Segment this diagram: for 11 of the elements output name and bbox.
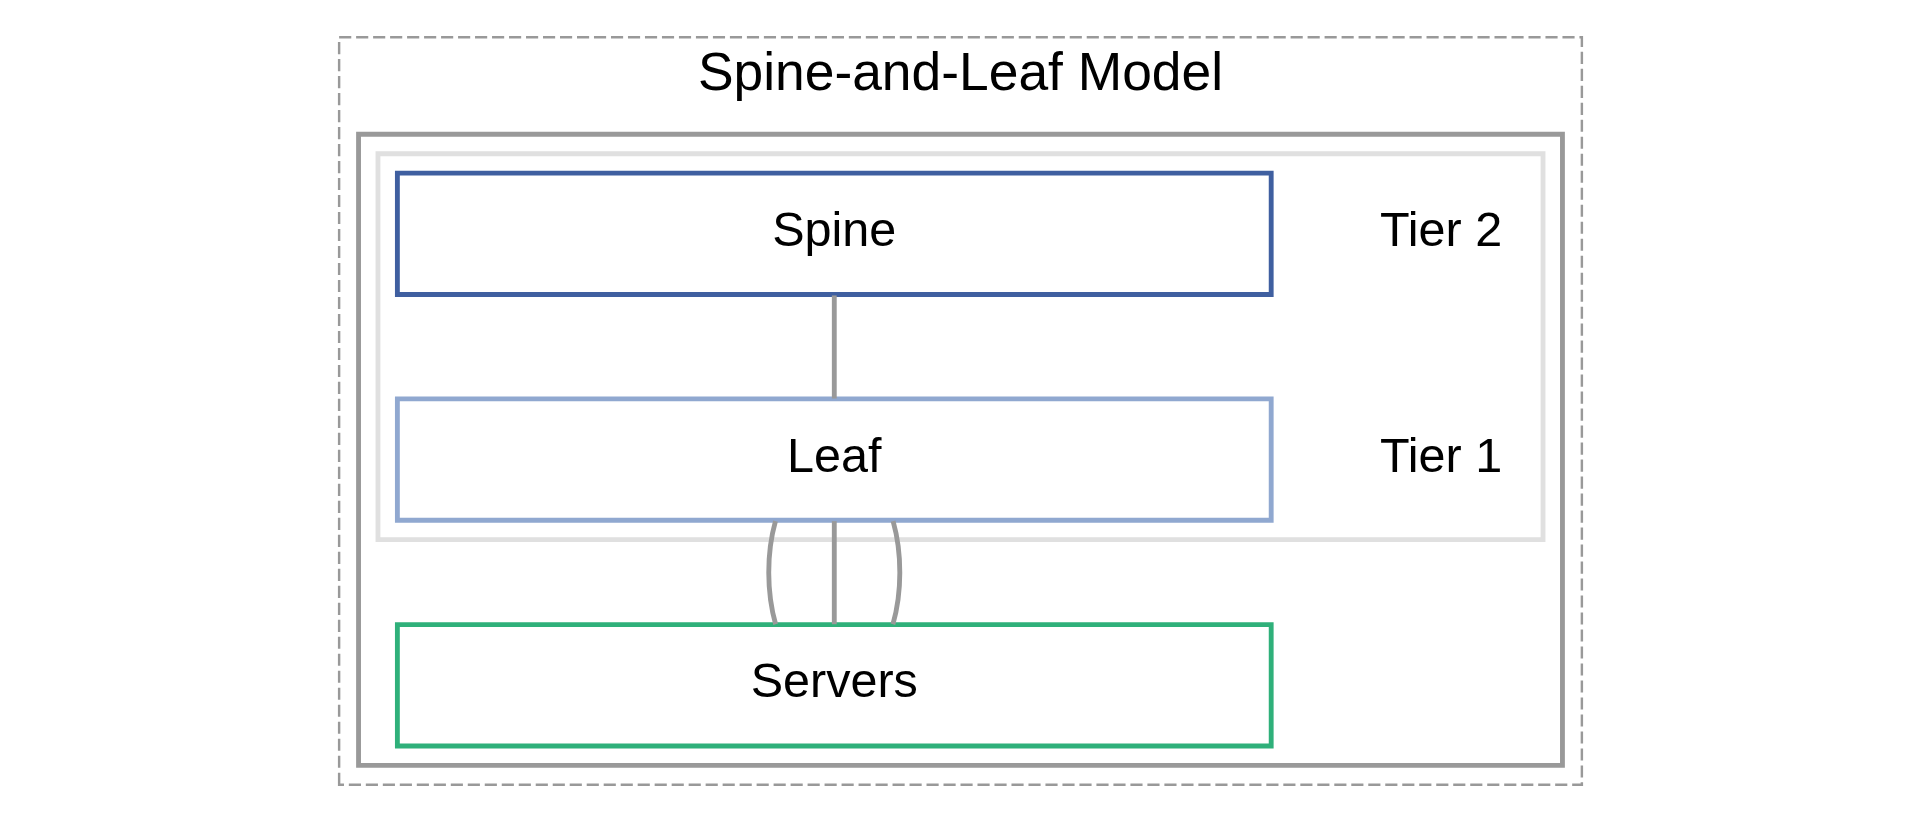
- connector: [831, 521, 837, 625]
- node-box: Leaf: [394, 396, 1274, 523]
- cluster: [356, 131, 1565, 768]
- node-box: Spine: [394, 170, 1274, 297]
- node-label: Tier 2: [1379, 201, 1503, 256]
- connector: [890, 520, 903, 625]
- connector: [831, 295, 837, 399]
- node-label: Tier 1: [1379, 427, 1503, 482]
- cluster: [375, 151, 1546, 543]
- connector: [766, 520, 778, 625]
- node-box: Servers: [394, 622, 1274, 749]
